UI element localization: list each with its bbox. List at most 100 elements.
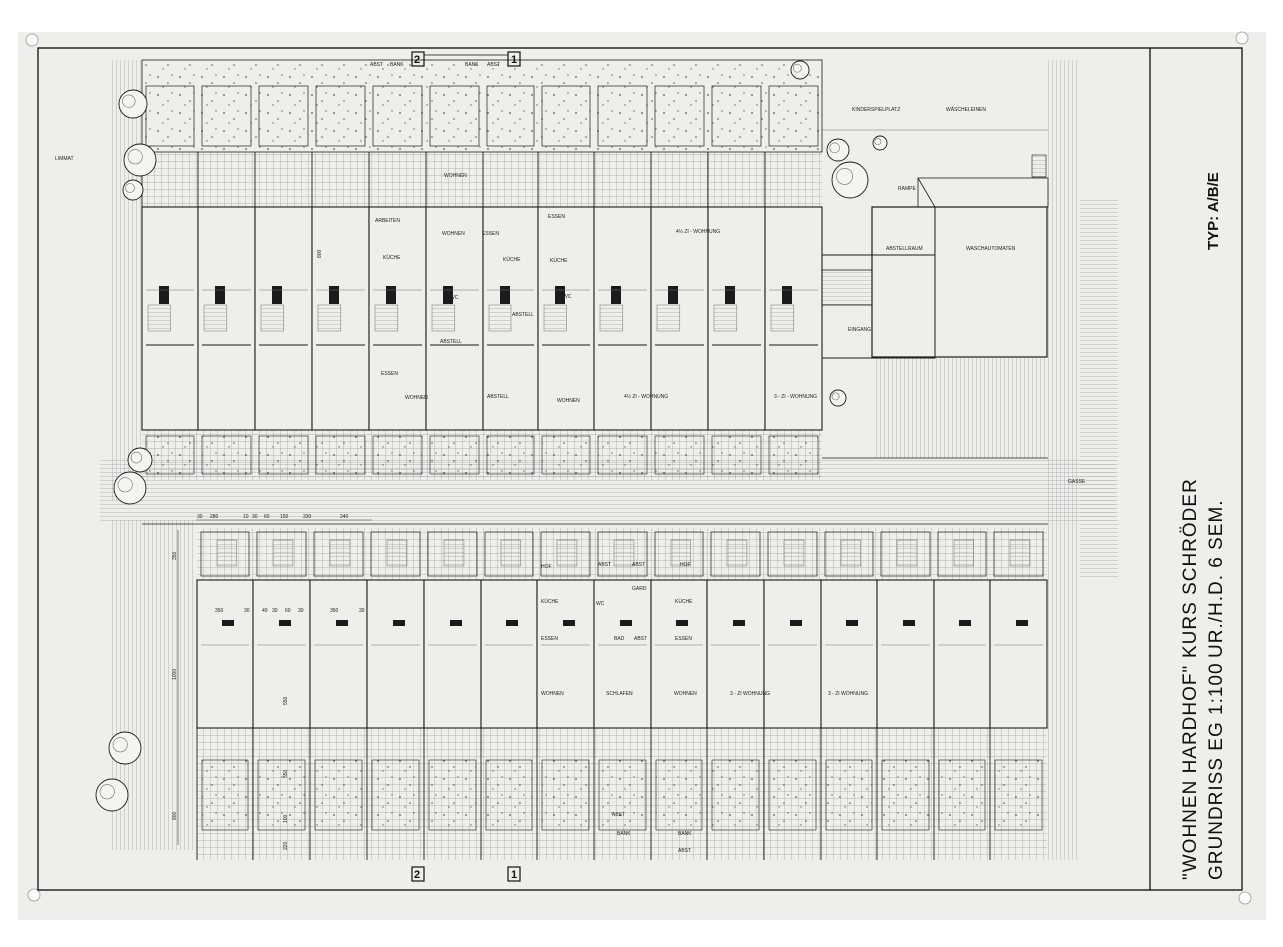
dimension-label: 150	[280, 514, 289, 520]
upper-front-yard	[315, 435, 366, 475]
tree-crown-detail	[836, 167, 854, 185]
dimension-label: 30	[298, 608, 304, 614]
lower-stair	[726, 539, 748, 567]
lower-stair	[443, 539, 465, 567]
lower-wall-block	[563, 620, 575, 626]
lower-house	[366, 579, 425, 729]
drawing-title: GRUNDRISS EG 1:100	[1206, 662, 1227, 880]
lower-garden-plot	[485, 759, 533, 831]
front-label: BANK	[465, 62, 479, 68]
lower-stair	[556, 539, 578, 567]
lower-court	[313, 531, 364, 577]
title-block: "WOHNEN HARDHOF" KURS SCHRÖDER GRUNDRISS…	[1180, 172, 1227, 880]
lower-wall-block	[279, 620, 291, 626]
section-marker-1-bottom: 1	[511, 869, 517, 881]
entrance-block	[821, 254, 936, 359]
upper-stair	[431, 304, 456, 332]
gasse-hatching	[1048, 60, 1080, 860]
dimension-label: 550	[283, 769, 289, 778]
upper-front-yard	[429, 435, 480, 475]
section-markers: 2 1 2 1	[411, 51, 521, 882]
lower-wall-block	[450, 620, 462, 626]
pin-hole	[25, 33, 39, 47]
dimension-label: 60	[264, 514, 270, 520]
dimension-label: 100	[283, 814, 289, 823]
upper-chimney-wall	[272, 286, 282, 304]
dimension-label: 800	[317, 249, 323, 258]
upper-garden-band	[141, 59, 823, 153]
tree	[872, 135, 888, 151]
front-label: BANK	[617, 831, 631, 837]
lower-garden-plot	[825, 759, 873, 831]
lower-wall-block	[959, 620, 971, 626]
dimension-label: 30	[252, 514, 258, 520]
room-label: KÜCHE	[675, 598, 693, 605]
section-marker-box	[411, 866, 425, 882]
upper-chimney-wall	[443, 286, 453, 304]
room-label: WC	[596, 601, 605, 607]
upper-stair	[488, 304, 512, 332]
upper-stair	[770, 304, 795, 332]
section-marker-box	[507, 51, 521, 67]
dimension-label: 350	[172, 551, 178, 560]
lower-wall-block	[676, 620, 688, 626]
room-label: ESSEN	[482, 231, 499, 237]
lower-wall-block	[506, 620, 518, 626]
tree	[108, 731, 142, 765]
gasse-hatching-wide	[1080, 200, 1118, 580]
upper-chimney-wall	[159, 286, 169, 304]
upper-front-yard	[541, 435, 591, 475]
lower-wall-block	[790, 620, 802, 626]
tree	[113, 471, 147, 505]
plaza-hatching	[875, 358, 1047, 458]
lower-stair	[1009, 539, 1031, 567]
tree	[123, 143, 157, 177]
upper-garden-plot	[145, 85, 195, 147]
lower-court	[880, 531, 931, 577]
upper-front-yard	[486, 435, 535, 475]
tree-crown-detail	[122, 94, 136, 108]
upper-front-yard	[145, 435, 195, 475]
room-label: BAD	[614, 636, 625, 642]
lower-stair	[783, 539, 805, 567]
lower-garden-plot	[994, 759, 1043, 831]
upper-chimney-wall	[555, 286, 565, 304]
lower-house	[593, 579, 652, 729]
lower-wall-block	[1016, 620, 1028, 626]
tree-crown-detail	[874, 138, 882, 146]
lower-garden-plot	[314, 759, 363, 831]
lower-house	[423, 579, 482, 729]
dimension-label: 220	[283, 841, 289, 850]
upper-chimney-wall	[725, 286, 735, 304]
upper-stair	[317, 304, 342, 332]
tree	[829, 389, 847, 407]
lower-court	[710, 531, 761, 577]
unit-label: 3 - ZI - WOHNUNG	[774, 394, 817, 400]
lower-stair	[670, 539, 691, 567]
lower-court	[824, 531, 874, 577]
room-label: SCHLAFEN	[606, 691, 633, 697]
dimension-label: 330	[303, 514, 312, 520]
upper-terrace-paving	[142, 152, 822, 207]
lower-stair	[272, 539, 294, 567]
site-elements	[142, 129, 1048, 525]
upper-garden-plot	[768, 85, 819, 147]
lower-house	[309, 579, 368, 729]
upper-front-yard	[258, 435, 309, 475]
upper-chimney-wall	[500, 286, 510, 304]
pin-hole	[1238, 891, 1252, 905]
lower-house	[876, 579, 935, 729]
dimension-label: 30	[244, 608, 250, 614]
room-label: ABSTELL	[487, 394, 509, 400]
lower-garden-plot	[768, 759, 817, 831]
lower-court	[767, 531, 818, 577]
lower-house	[252, 579, 311, 729]
room-label: KÜCHE	[503, 256, 521, 263]
unit-label: 3 - ZI WOHNUNG	[828, 691, 868, 697]
room-label: WOHNEN	[557, 398, 580, 404]
room-label: HOF	[680, 562, 691, 568]
tree	[118, 89, 148, 119]
tree-crown-detail	[829, 142, 840, 154]
lower-garden-plot	[655, 759, 703, 831]
